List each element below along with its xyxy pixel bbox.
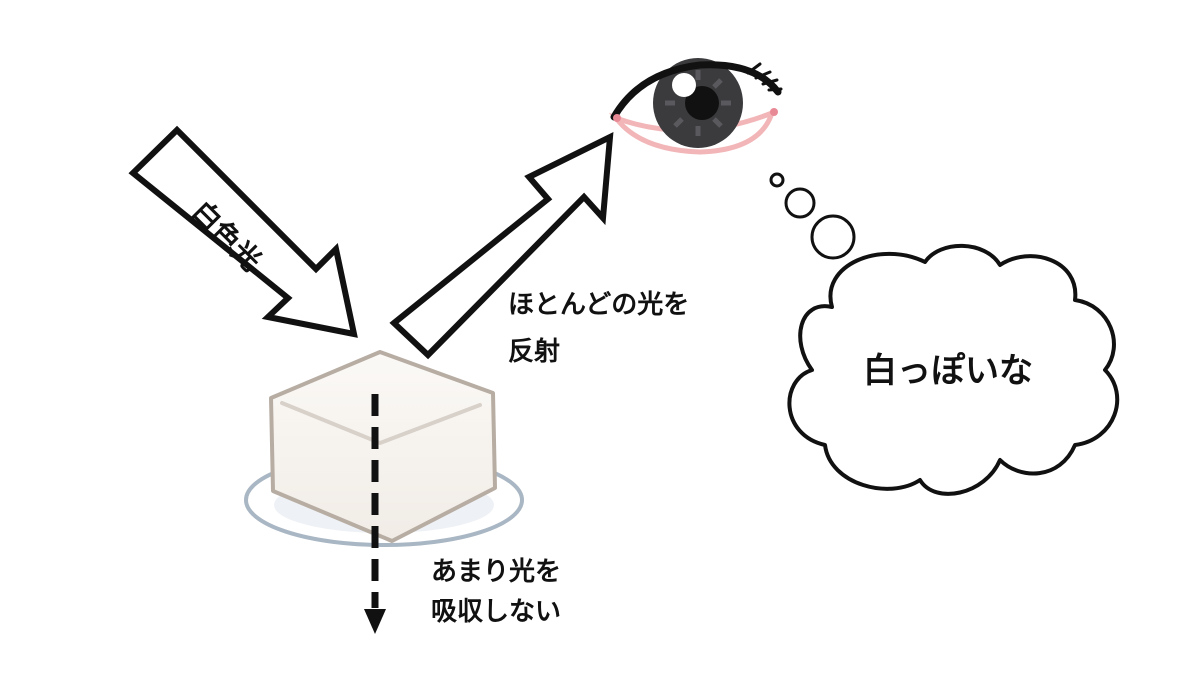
reflected-arrow-shape	[389, 131, 614, 360]
eye-corner-right	[770, 108, 778, 116]
eye-icon	[608, 58, 783, 155]
eye-corner-left	[613, 114, 621, 122]
pupil	[685, 86, 719, 120]
white-block	[269, 350, 497, 543]
thought-dot-large	[810, 214, 856, 260]
reflected-label-line-2: 反射	[508, 337, 560, 367]
thought-text: 白っぽいな	[863, 351, 1033, 391]
transmitted-light-arrow	[364, 394, 386, 634]
thought-cloud	[787, 243, 1120, 496]
incoming-arrow-shape	[128, 125, 358, 338]
thought-dot-medium	[784, 187, 816, 219]
eye-highlight	[672, 73, 696, 97]
thought-dot-small	[769, 172, 785, 188]
incoming-light-arrow: 白色光	[128, 125, 358, 338]
transmitted-label-line-2: 吸収しない	[431, 597, 561, 627]
reflected-light-arrow	[389, 131, 614, 360]
transmitted-label-line-1: あまり光を	[431, 557, 561, 587]
block-outline	[269, 350, 497, 543]
dashed-arrow-head	[364, 609, 386, 634]
reflected-label-line-1: ほとんどの光を	[508, 290, 689, 320]
block-top-edge	[280, 401, 482, 446]
eyelashes	[746, 62, 783, 92]
